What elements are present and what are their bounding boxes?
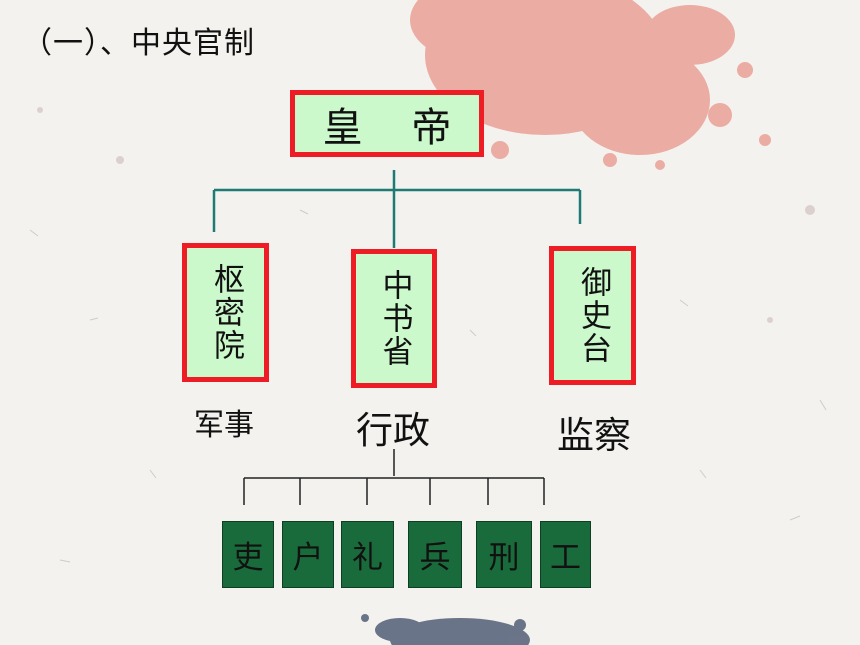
ministry-label: 礼 — [352, 540, 383, 576]
yushitai-box: 御史台 — [549, 246, 636, 385]
ministry-personnel-box: 吏 — [222, 521, 274, 588]
ministry-label: 刑 — [488, 540, 520, 576]
zhongshusheng-label: 中书省 — [376, 269, 413, 368]
ministry-label: 工 — [550, 540, 581, 576]
ministry-justice-box: 刑 — [476, 521, 532, 588]
ministry-war-box: 兵 — [408, 521, 462, 588]
yushitai-label: 御史台 — [575, 266, 611, 365]
ministry-label: 户 — [292, 540, 324, 576]
supervision-caption: 监察 — [557, 414, 631, 457]
ministry-label: 吏 — [232, 540, 264, 576]
emperor-box: 皇 帝 — [290, 90, 484, 157]
military-caption: 军事 — [194, 408, 254, 443]
slide-title: （一）、中央官制 — [22, 26, 255, 61]
ministry-revenue-box: 户 — [282, 521, 334, 588]
shumiyuan-label: 枢密院 — [208, 263, 244, 362]
ministry-works-box: 工 — [540, 521, 591, 588]
ministry-rites-box: 礼 — [341, 521, 394, 588]
shumiyuan-box: 枢密院 — [182, 243, 269, 382]
ministry-label: 兵 — [419, 540, 451, 576]
emperor-label: 皇 帝 — [322, 104, 470, 151]
administration-caption: 行政 — [356, 409, 430, 452]
zhongshusheng-box: 中书省 — [351, 249, 437, 388]
